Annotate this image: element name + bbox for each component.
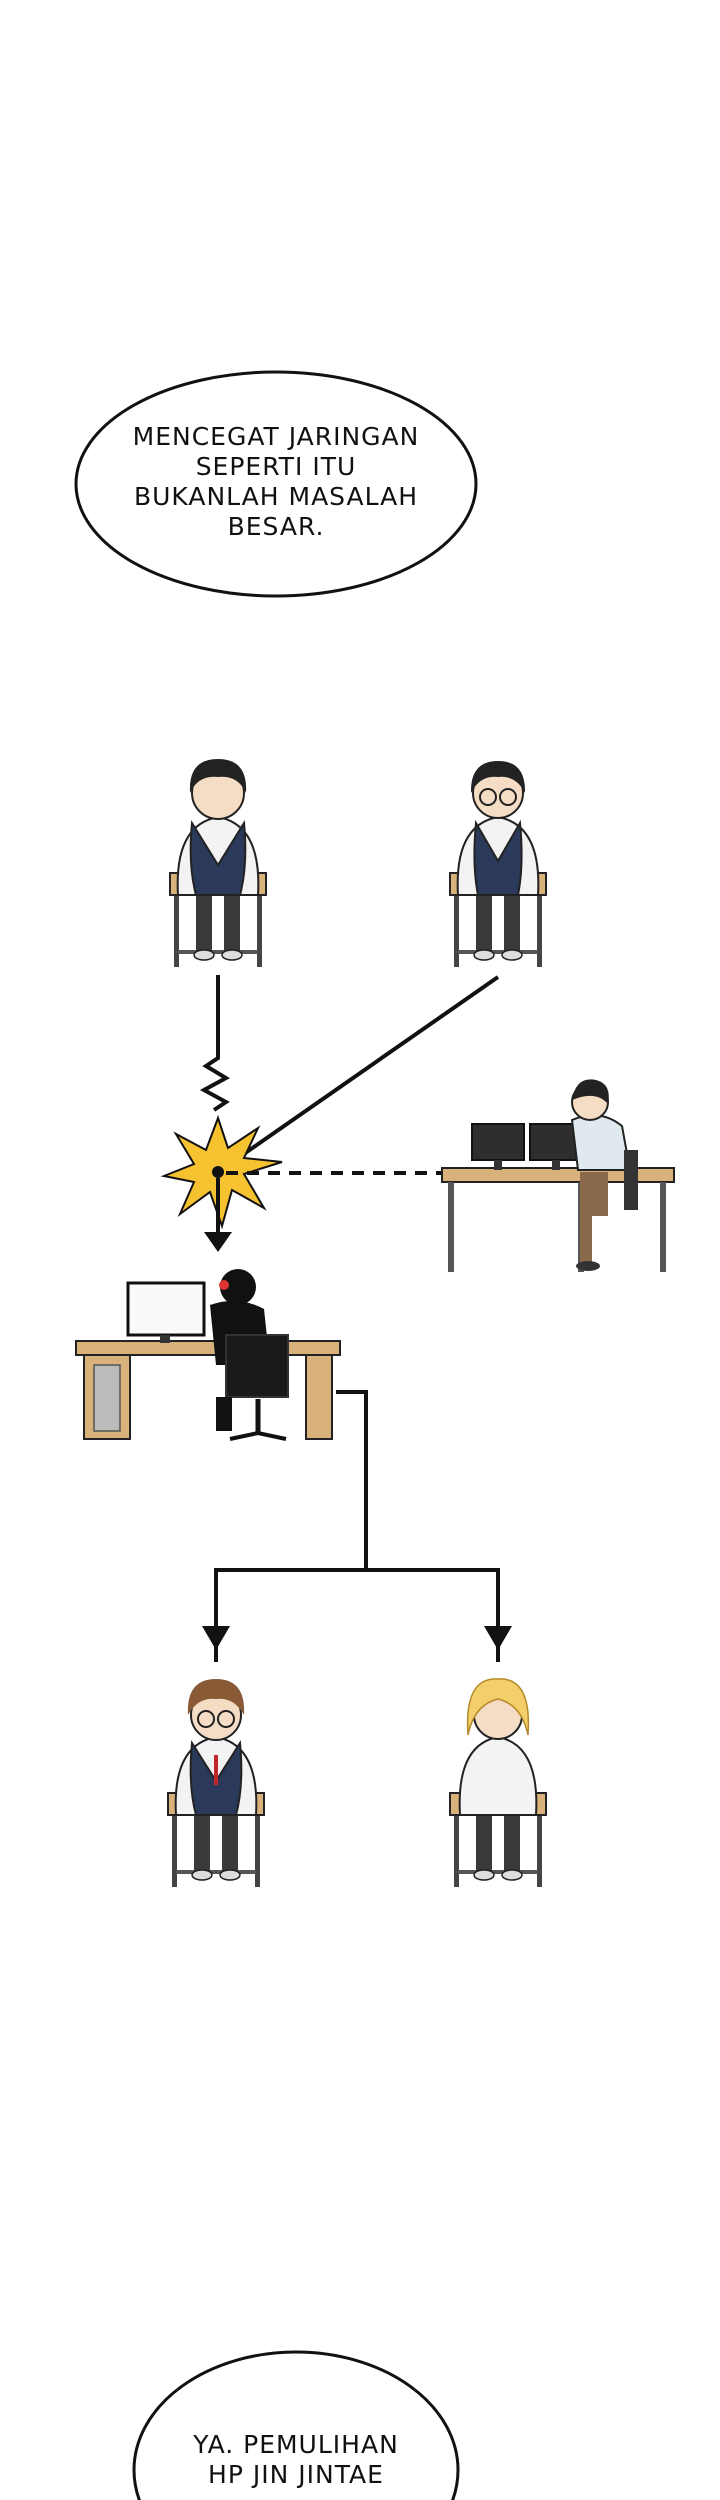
zigzag-signal-line <box>199 975 231 1112</box>
student-top-right <box>449 761 547 968</box>
bubble-top-line-1: MENCEGAT JARINGAN <box>132 422 420 451</box>
student-top-left <box>169 759 267 968</box>
speech-bubble-bottom-text: YA. PEMULIHAN HP JIN JINTAE <box>146 2430 446 2490</box>
bubble-top-line-2: SEPERTI ITU <box>195 452 357 481</box>
student-bottom-left <box>167 1679 265 1888</box>
speech-bubble-bottom <box>132 2350 460 2500</box>
arrow-down-right-icon <box>484 1626 512 1650</box>
diagonal-signal-line <box>216 975 500 1174</box>
bubble-top-line-4: BESAR. <box>227 512 325 541</box>
bubble-bottom-line-1: YA. PEMULIHAN <box>193 2430 399 2459</box>
bubble-bottom-line-2: HP JIN JINTAE <box>208 2460 384 2489</box>
student-bottom-right <box>449 1678 547 1888</box>
speech-bubble-top-text: MENCEGAT JARINGAN SEPERTI ITU BUKANLAH M… <box>96 422 456 542</box>
hacker-at-computer <box>75 1269 341 1441</box>
arrow-down-icon <box>204 1232 232 1252</box>
observer-at-computer <box>441 1079 675 1272</box>
arrow-down-left-icon <box>202 1626 230 1650</box>
speech-bubble-top <box>74 370 478 598</box>
bubble-top-line-3: BUKANLAH MASALAH <box>133 482 419 511</box>
hacker-split-line <box>336 1390 368 1570</box>
